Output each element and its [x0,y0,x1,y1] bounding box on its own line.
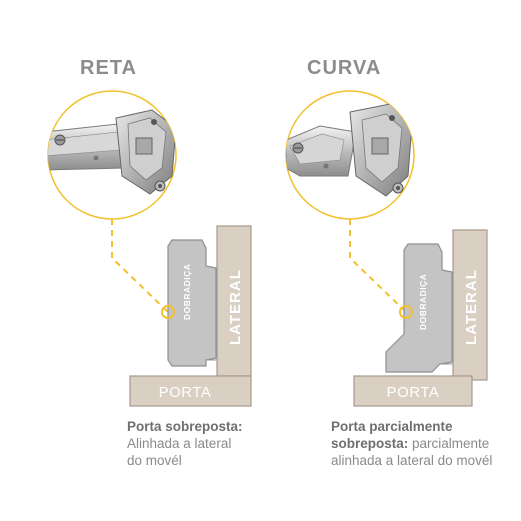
caption-reta: Porta sobreposta: Alinhada a lateral do … [127,418,307,469]
hinge-shape-reta: DOBRADIÇA [167,239,218,367]
lateral-panel-curva: LATERAL [452,229,488,381]
pointer-line-curva [349,219,407,313]
title-reta: RETA [80,57,137,79]
door-label-curva: PORTA [387,384,440,401]
door-panel-reta: PORTA [129,375,252,407]
caption-reta-bold: Porta sobreposta: [127,419,243,434]
hinge-label-curva: DOBRADIÇA [418,274,428,330]
lateral-label-curva: LATERAL [463,269,480,345]
caption-curva: Porta parcialmente sobreposta: parcialme… [331,418,519,469]
pointer-line-reta [111,219,169,313]
curva-detail [285,90,415,313]
caption-curva-line3: alinhada a lateral do movél [331,453,493,468]
hinge-label-reta: DOBRADIÇA [182,264,192,320]
target-circle-reta [161,305,175,319]
door-label-reta: PORTA [159,384,212,401]
title-curva: CURVA [307,57,382,79]
caption-curva-bold2: sobreposta: [331,436,409,451]
caption-curva-rest2: parcialmente [408,436,490,451]
hinge-photo-reta [48,109,176,195]
reta-detail [47,90,177,313]
caption-curva-bold1: Porta parcialmente [331,419,453,434]
hinge-shape-curva: DOBRADIÇA [385,243,454,373]
target-circle-curva [399,305,413,319]
lateral-panel-reta: LATERAL [216,225,252,377]
door-panel-curva: PORTA [353,375,473,407]
caption-reta-line2: do movél [127,453,182,468]
hinge-photo-curva [286,103,413,197]
caption-reta-line1: Alinhada a lateral [127,436,232,451]
lateral-label-reta: LATERAL [227,269,244,345]
